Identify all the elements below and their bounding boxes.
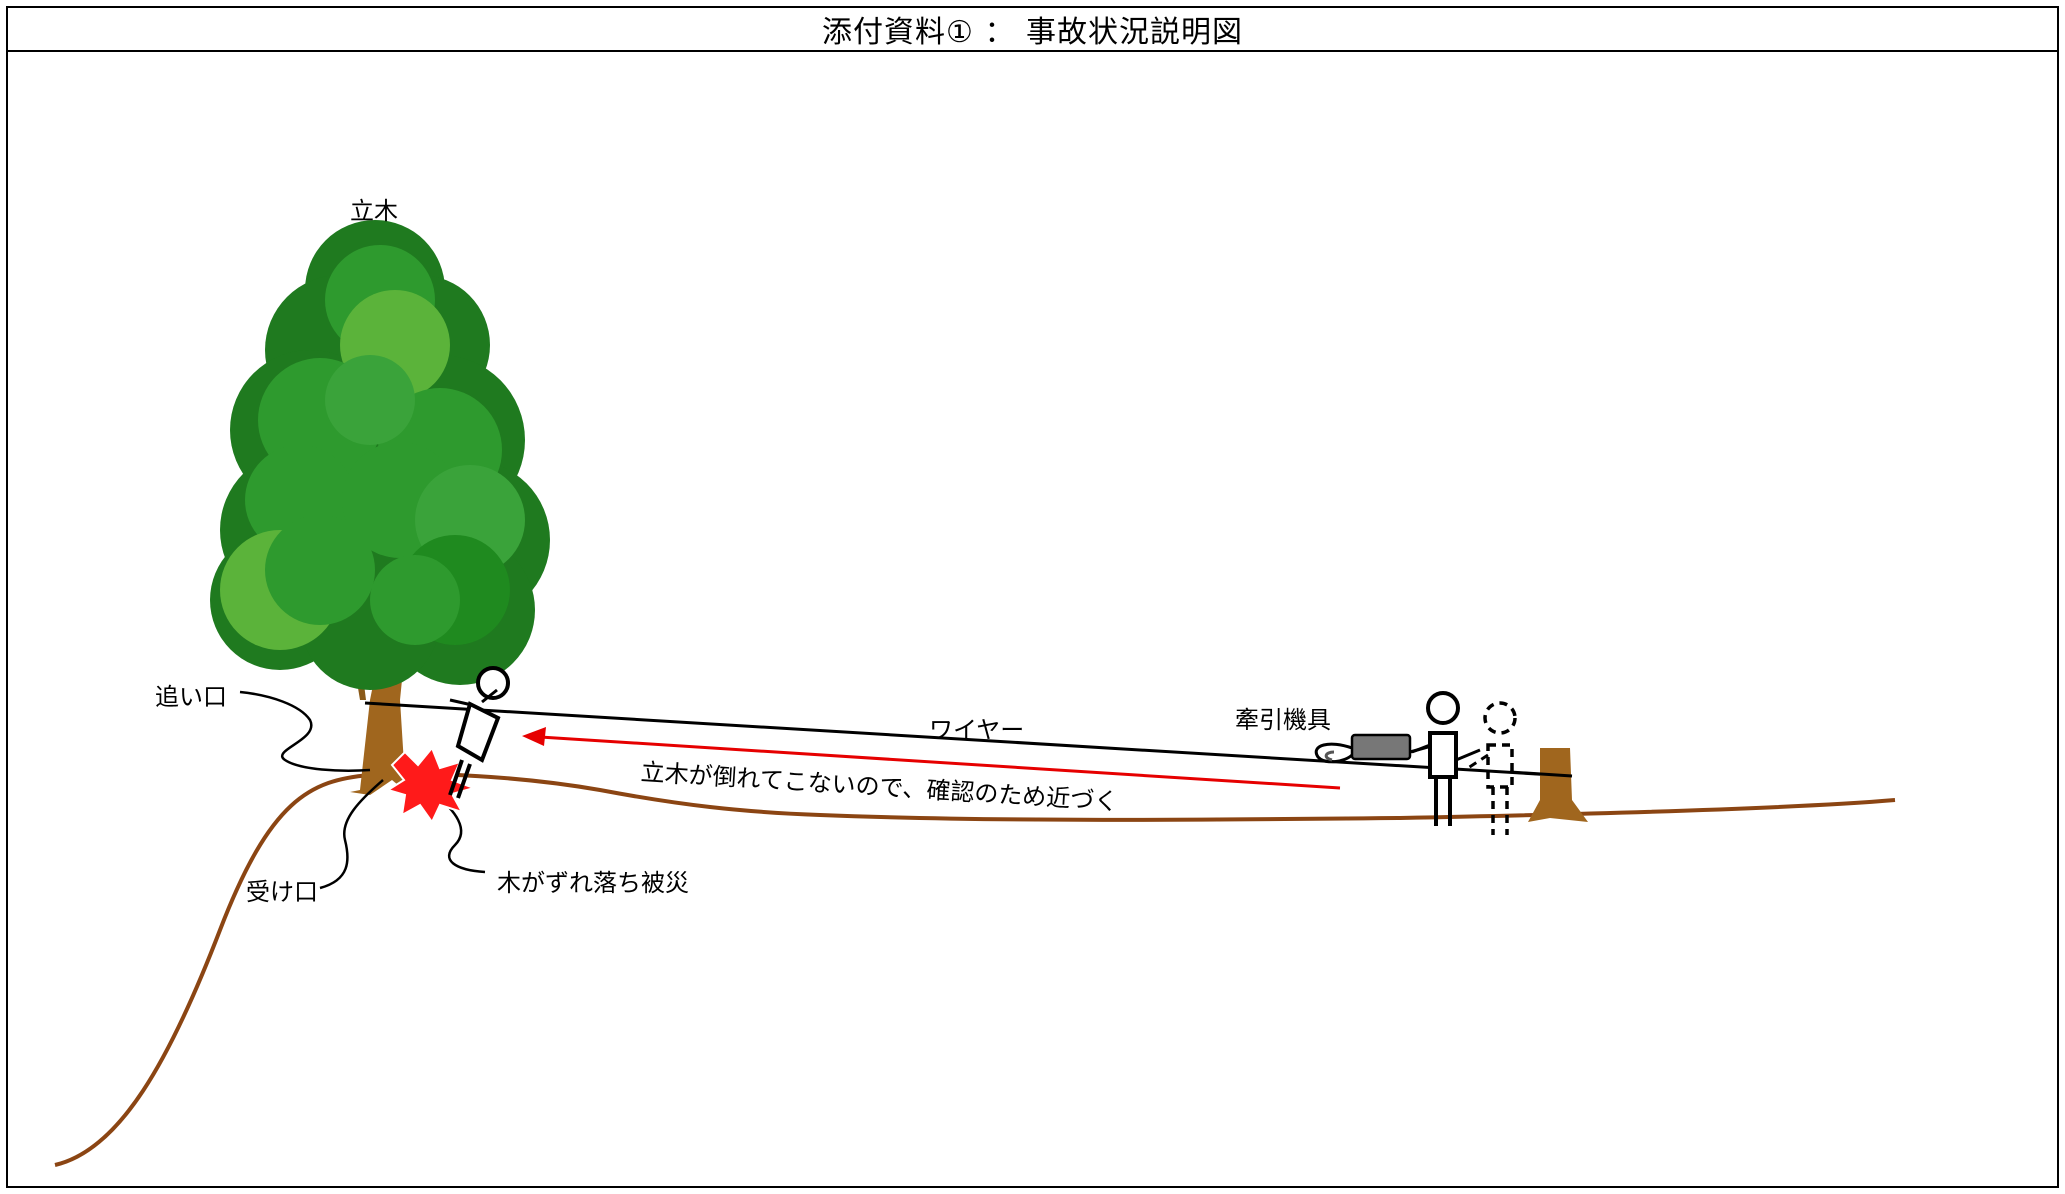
tree-icon — [210, 220, 550, 795]
label-wire: ワイヤー — [929, 716, 1025, 744]
stump-icon — [1509, 748, 1588, 822]
ground-line — [54, 772, 1896, 1167]
diagram-frame: 添付資料① ： 事故状況説明図 — [6, 6, 2059, 1188]
label-face-cut: 受け口 — [246, 878, 318, 906]
label-accident-note: 木がずれ落ち被災 — [497, 869, 689, 897]
operator-worker-figure — [1411, 691, 1481, 826]
label-back-cut: 追い口 — [155, 683, 227, 711]
label-winch: 牽引機具 — [1235, 706, 1331, 734]
injured-worker-figure — [448, 666, 510, 799]
label-standing-tree: 立木 — [350, 197, 398, 225]
approach-arrow-head — [522, 727, 546, 746]
title-bar: 添付資料① ： 事故状況説明図 — [8, 8, 2057, 52]
impact-burst-icon — [385, 746, 478, 824]
back-cut-leader — [239, 690, 371, 772]
face-cut-leader — [319, 779, 384, 890]
dashed-worker-figure — [1467, 701, 1517, 835]
diagram-title: 添付資料① ： 事故状況説明図 — [822, 15, 1243, 50]
wire-line — [364, 701, 1571, 778]
approach-arrow-line — [539, 735, 1341, 790]
